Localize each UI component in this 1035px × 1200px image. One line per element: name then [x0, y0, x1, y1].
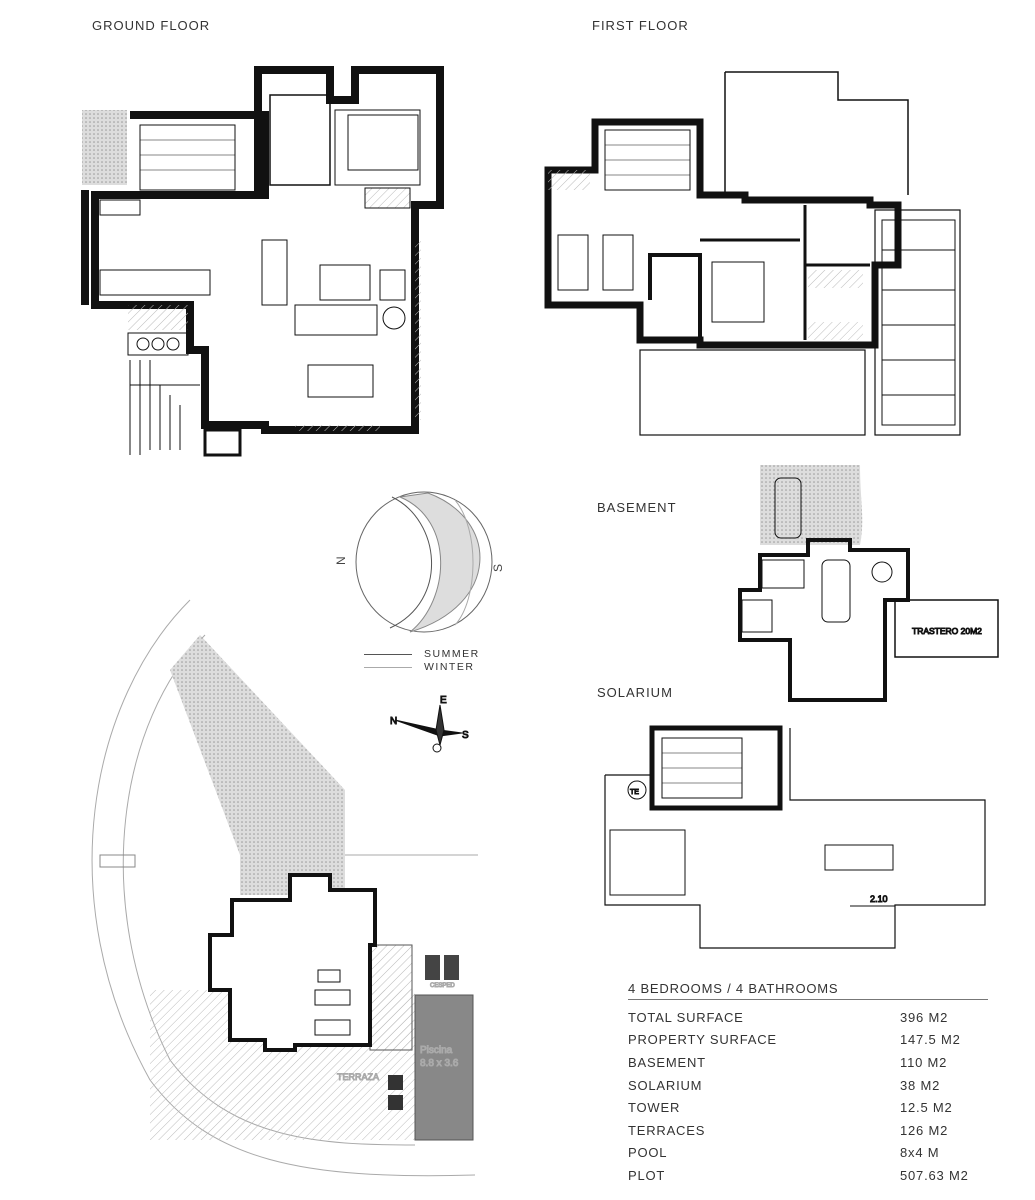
spec-row: PLOT 507.63 M2: [628, 1164, 988, 1187]
spec-label: PLOT: [628, 1167, 666, 1183]
basement-title: BASEMENT: [597, 500, 677, 515]
spec-value: 38 M2: [900, 1077, 941, 1093]
pool-size-label: 8.8 x 3.6: [420, 1058, 459, 1069]
pool-label: Piscina: [420, 1045, 453, 1056]
storage-label: TRASTERO 20M2: [912, 626, 982, 636]
compass-s: S: [462, 730, 469, 741]
site-plan: Piscina 8.8 x 3.6 TERRAZA CESPED: [91, 599, 478, 1177]
solarium-title: SOLARIUM: [597, 685, 673, 700]
spec-label: PROPERTY SURFACE: [628, 1032, 777, 1048]
spec-label: SOLARIUM: [628, 1077, 703, 1093]
basement-plan: TRASTERO 20M2: [738, 465, 999, 702]
spec-row: POOL 8x4 M: [628, 1142, 988, 1165]
spec-row: TERRACES 126 M2: [628, 1119, 988, 1142]
spec-label: TOTAL SURFACE: [628, 1009, 744, 1025]
legend-winter-label: WINTER: [424, 661, 475, 673]
te-label: TE: [630, 789, 639, 796]
spec-value: 12.5 M2: [900, 1100, 953, 1116]
spec-label: BASEMENT: [628, 1054, 706, 1070]
spec-label: TOWER: [628, 1100, 681, 1116]
solarium-dimension: 2.10: [870, 894, 888, 904]
spec-row: SOLARIUM 38 M2: [628, 1074, 988, 1097]
ground-floor-plan: [81, 66, 444, 457]
legend-winter: WINTER: [364, 661, 480, 674]
summer-line: [364, 653, 412, 655]
spec-row: TOTAL SURFACE 396 M2: [628, 1006, 988, 1029]
spec-value: 396 M2: [900, 1009, 949, 1025]
winter-line: [364, 666, 412, 668]
spec-value: 8x4 M: [900, 1145, 940, 1161]
first-floor-title: FIRST FLOOR: [592, 18, 689, 33]
compass-e: E: [440, 695, 447, 706]
sun-south-label: S: [491, 564, 505, 572]
solarium-plan: TE 2.10: [604, 725, 986, 949]
specs-heading: 4 BEDROOMS / 4 BATHROOMS: [628, 981, 988, 1000]
spec-label: TERRACES: [628, 1122, 706, 1138]
compass-rose-icon: N E S: [390, 695, 470, 753]
specs-table: 4 BEDROOMS / 4 BATHROOMS TOTAL SURFACE 39…: [628, 981, 988, 1187]
spec-row: PROPERTY SURFACE 147.5 M2: [628, 1029, 988, 1052]
sun-north-label: N: [334, 556, 348, 565]
terrace-label: TERRAZA: [337, 1072, 379, 1082]
spec-value: 110 M2: [900, 1054, 948, 1070]
ground-floor-title: GROUND FLOOR: [92, 18, 211, 33]
sun-path-chart: N S: [334, 491, 505, 633]
spec-value: 507.63 M2: [900, 1167, 969, 1183]
legend-summer: SUMMER: [364, 648, 480, 661]
spec-label: POOL: [628, 1145, 668, 1161]
legend-summer-label: SUMMER: [424, 648, 480, 660]
lawn-label: CESPED: [430, 983, 455, 989]
spec-value: 126 M2: [900, 1122, 949, 1138]
spec-row: TOWER 12.5 M2: [628, 1096, 988, 1119]
compass-n: N: [390, 716, 397, 727]
spec-value: 147.5 M2: [900, 1032, 961, 1048]
first-floor-plan: [544, 71, 961, 436]
sun-legend: SUMMER WINTER: [364, 648, 480, 674]
spec-row: BASEMENT 110 M2: [628, 1051, 988, 1074]
